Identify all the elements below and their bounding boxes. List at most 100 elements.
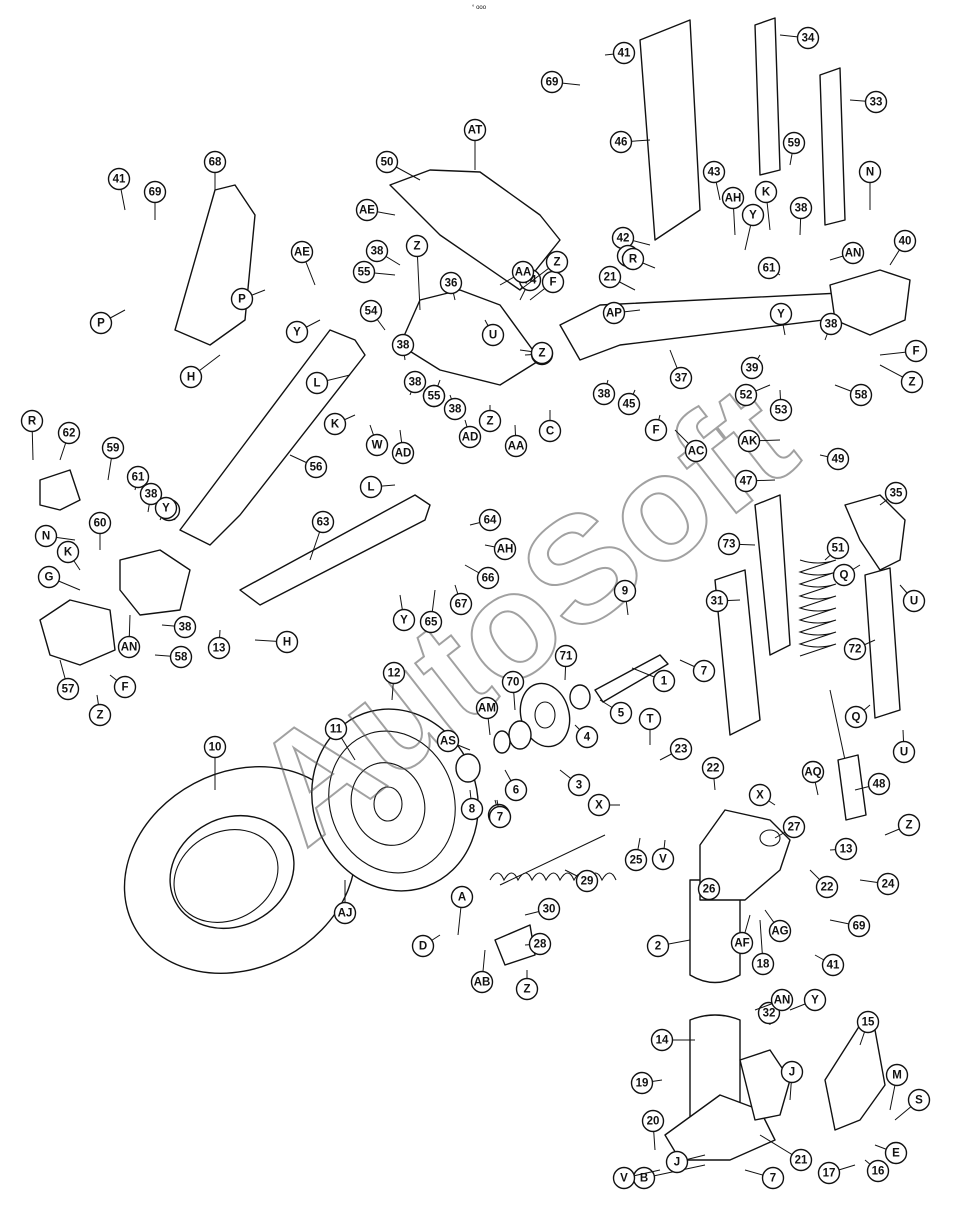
callout-circle [88,703,112,727]
carrier-drawing [399,289,541,386]
callout-label: 72 [849,644,862,656]
callout-w: W [365,424,389,457]
callout-label: 20 [647,1116,660,1128]
callout-circle [439,271,463,295]
callout-circle [815,875,839,899]
callout-label: 51 [832,543,845,555]
callout-label: 39 [746,363,759,375]
callout-61: 61 [757,256,781,280]
callout-circle [740,356,764,380]
callout-circle [333,901,357,925]
callout-label: 58 [175,652,188,664]
hub-drawing [455,682,591,783]
callout-label: 73 [723,539,736,551]
callout-label: 38 [795,203,808,215]
callout-label: 38 [598,389,611,401]
plate-35-drawing [844,494,906,571]
callout-5: 5 [599,699,633,725]
callout-18: 18 [751,919,775,976]
callout-y: Y [769,302,793,336]
callout-label: 41 [827,960,840,972]
callout-circle [602,301,626,325]
callout-circle [203,735,227,759]
callout-label: 38 [145,489,158,501]
callout-label: 23 [675,744,688,756]
callout-circle [646,934,670,958]
callout-label: 36 [445,278,458,290]
callout-as: AS [436,729,471,753]
callout-label: 21 [604,272,617,284]
callout-circle [900,370,924,394]
callout-q: Q [844,704,871,729]
callout-6: 6 [504,769,528,802]
callout-label: AE [294,247,310,259]
callout-circle [769,398,793,422]
callout-circle [841,241,865,265]
callout-circle [460,797,484,821]
callout-27: 27 [774,815,806,839]
callout-circle [730,931,754,955]
callout-38: 38 [161,615,197,639]
callout-label: AP [606,308,622,320]
callout-12: 12 [382,661,406,701]
callout-34: 34 [779,26,820,50]
callout-g: G [37,565,81,591]
callout-z: Z [88,694,112,727]
callout-label: L [313,378,320,390]
callout-circle [669,737,693,761]
callout-label: 61 [132,472,145,484]
callout-label: 16 [872,1166,885,1178]
callout-circle [311,510,335,534]
callout-label: AT [468,125,482,137]
callout-circle [892,740,916,764]
callout-29: 29 [564,869,599,893]
callout-label: 71 [560,651,573,663]
callout-label: 60 [94,518,107,530]
callout-42: 42 [611,226,651,250]
callout-label: A [458,892,466,904]
callout-label: D [419,941,427,953]
callout-37: 37 [669,349,693,390]
callout-label: N [42,531,50,543]
callout-z: Z [879,364,924,394]
callout-label: 57 [62,684,75,696]
callout-label: 28 [534,939,547,951]
callout-circle [230,287,254,311]
callout-label: 55 [358,267,371,279]
callout-circle [392,608,416,632]
callout-circle [34,524,58,548]
callout-label: 11 [330,724,343,736]
callout-label: Z [553,257,560,269]
callout-y: Y [285,319,321,344]
callout-label: 15 [862,1017,875,1029]
callout-label: 7 [770,1173,776,1185]
callout-circle [139,482,163,506]
callout-circle [782,815,806,839]
callout-label: 35 [890,488,903,500]
callout-circle [405,234,429,258]
callout-circle [876,872,900,896]
callout-53: 53 [769,389,793,422]
callout-circle [352,260,376,284]
lower-arm-drawing [239,494,431,606]
callout-38: 38 [819,312,843,341]
callout-label: 48 [873,779,886,791]
callout-circle [478,508,502,532]
callout-circle [650,1028,674,1052]
callout-13: 13 [829,837,858,861]
callout-f: F [644,414,668,442]
bracket-drawing [824,1024,886,1131]
callout-label: X [595,800,603,812]
callout-39: 39 [740,354,764,380]
callout-circle [612,41,636,65]
callout-38: 38 [139,482,163,513]
callout-circle [705,589,729,613]
callout-z: Z [884,813,921,837]
callout-circle [826,447,850,471]
callout-circle [20,409,44,433]
callout-circle [538,419,562,443]
callout-59: 59 [782,131,806,166]
callout-59: 59 [101,436,125,481]
callout-label: 26 [703,884,716,896]
damper-drawing [829,689,867,821]
